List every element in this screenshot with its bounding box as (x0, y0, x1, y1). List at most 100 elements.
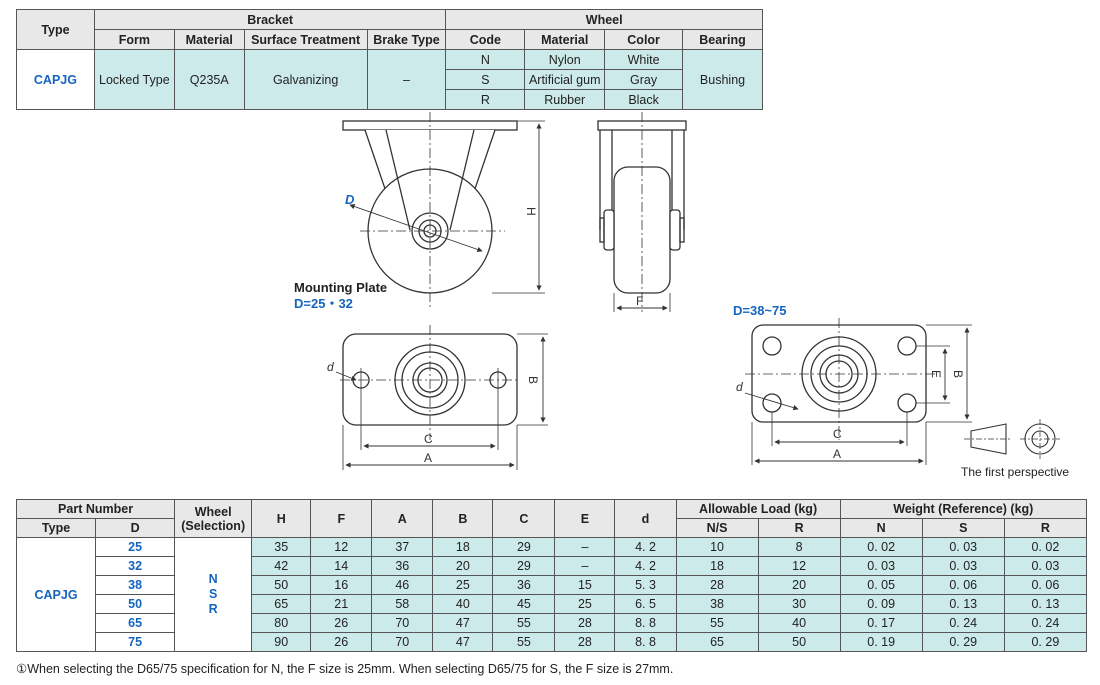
dim-d-cell: 75 (95, 632, 176, 652)
label-F: F (636, 294, 643, 308)
wheel-code-n: N (208, 572, 218, 586)
cell-weight-r: 0. 06 (1003, 575, 1088, 595)
cell-load-r: 8 (757, 537, 841, 557)
cell-F: 26 (310, 613, 373, 633)
header-wheel-selection: Wheel(Selection) (174, 499, 253, 538)
table-row: CAPJG 25 N S R 35 12 37 18 29 – 4. 2 10 … (15, 537, 1088, 652)
table-row: 65 80 26 70 47 55 28 8. 8 55 40 0. 17 0.… (17, 613, 1088, 633)
label-H: H (524, 207, 538, 216)
cell-d: 8. 8 (614, 632, 677, 652)
wheel-color-cell: White (604, 49, 684, 70)
table-row: 38 50 16 46 25 36 15 5. 3 28 20 0. 05 0.… (17, 575, 1088, 595)
cell-C: 29 (492, 556, 556, 576)
cell-B: 47 (432, 613, 494, 633)
cell-A: 70 (371, 632, 434, 652)
wheel-color-cell: Black (604, 89, 684, 110)
cell-C: 29 (492, 537, 556, 557)
cell-B: 47 (432, 632, 494, 652)
header-bearing: Bearing (682, 29, 763, 50)
cell-E: 28 (554, 613, 616, 633)
header-type: Type (15, 518, 97, 538)
spec-material-cell: Q235A (173, 49, 245, 110)
label-E: E (929, 370, 943, 378)
dimension-table: Part Number Wheel(Selection) H F A B C E… (15, 499, 1088, 652)
header-load-r: R (757, 518, 841, 538)
cell-load-ns: 18 (675, 556, 759, 576)
cell-F: 21 (310, 594, 373, 614)
header-color: Color (604, 29, 684, 50)
cell-load-r: 50 (757, 632, 841, 652)
dim-type-cell: CAPJG (15, 537, 97, 652)
wheel-material-cell: Artificial gum (524, 69, 606, 90)
technical-drawings: D H F Mounting Plate D=25・32 D=38~75 (294, 112, 1069, 479)
header-C: C (492, 499, 556, 538)
header-bracket: Bracket (93, 9, 447, 30)
cell-weight-n: 0. 05 (839, 575, 923, 595)
header-B: B (432, 499, 494, 538)
header-F: F (310, 499, 373, 538)
header-H: H (251, 499, 312, 538)
cell-weight-r: 0. 29 (1003, 632, 1088, 652)
header-weight-n: N (839, 518, 923, 538)
header-weight-s: S (921, 518, 1005, 538)
label-d: d (327, 360, 334, 374)
cell-E: – (554, 537, 616, 557)
mounting-plate-large (744, 318, 972, 465)
cell-weight-s: 0. 03 (921, 537, 1005, 557)
label-C: C (424, 432, 433, 446)
cell-weight-n: 0. 03 (839, 556, 923, 576)
cell-weight-s: 0. 13 (921, 594, 1005, 614)
cell-d: 5. 3 (614, 575, 677, 595)
spec-table: Type Bracket Wheel Form Material Surface… (16, 9, 763, 110)
cell-B: 18 (432, 537, 494, 557)
cell-load-ns: 10 (675, 537, 759, 557)
small-range-label: D=25・32 (294, 296, 353, 311)
cell-weight-n: 0. 02 (839, 537, 923, 557)
label-A: A (833, 447, 841, 461)
cell-C: 36 (492, 575, 556, 595)
header-wheel: Wheel (445, 9, 763, 30)
label-B: B (526, 376, 540, 384)
cell-F: 26 (310, 632, 373, 652)
label-B: B (951, 370, 965, 378)
spec-brake-cell: – (366, 49, 447, 110)
cell-load-r: 30 (757, 594, 841, 614)
wheel-code-cell: R (445, 89, 526, 110)
cell-load-r: 40 (757, 613, 841, 633)
cell-weight-n: 0. 09 (839, 594, 923, 614)
label-D: D (345, 192, 355, 207)
table-row: 75 90 26 70 47 55 28 8. 8 65 50 0. 19 0.… (17, 632, 1088, 652)
cell-B: 25 (432, 575, 494, 595)
cell-A: 58 (371, 594, 434, 614)
caster-side-view (342, 112, 545, 310)
mounting-plate-small (335, 325, 548, 470)
cell-A: 46 (371, 575, 434, 595)
dim-d-cell: 25 (95, 537, 176, 557)
cell-weight-r: 0. 24 (1003, 613, 1088, 633)
wheel-material-cell: Rubber (524, 89, 606, 110)
cell-d: 6. 5 (614, 594, 677, 614)
cell-C: 45 (492, 594, 556, 614)
label-C: C (833, 427, 842, 441)
cell-load-ns: 38 (675, 594, 759, 614)
cell-F: 16 (310, 575, 373, 595)
header-brake-type: Brake Type (366, 29, 447, 50)
cell-d: 4. 2 (614, 537, 677, 557)
cell-C: 55 (492, 613, 556, 633)
cell-load-r: 12 (757, 556, 841, 576)
cell-H: 65 (251, 594, 312, 614)
cell-C: 55 (492, 632, 556, 652)
label-d: d (736, 380, 743, 394)
cell-load-ns: 55 (675, 613, 759, 633)
cell-weight-s: 0. 06 (921, 575, 1005, 595)
cell-H: 80 (251, 613, 312, 633)
label-A: A (424, 451, 432, 465)
dim-d-cell: 50 (95, 594, 176, 614)
header-wheel: Wheel (194, 504, 232, 519)
caster-front-view (597, 112, 687, 312)
cell-E: 28 (554, 632, 616, 652)
spec-form-cell: Locked Type (93, 49, 175, 110)
cell-F: 14 (310, 556, 373, 576)
cell-weight-r: 0. 03 (1003, 556, 1088, 576)
cell-H: 35 (251, 537, 312, 557)
